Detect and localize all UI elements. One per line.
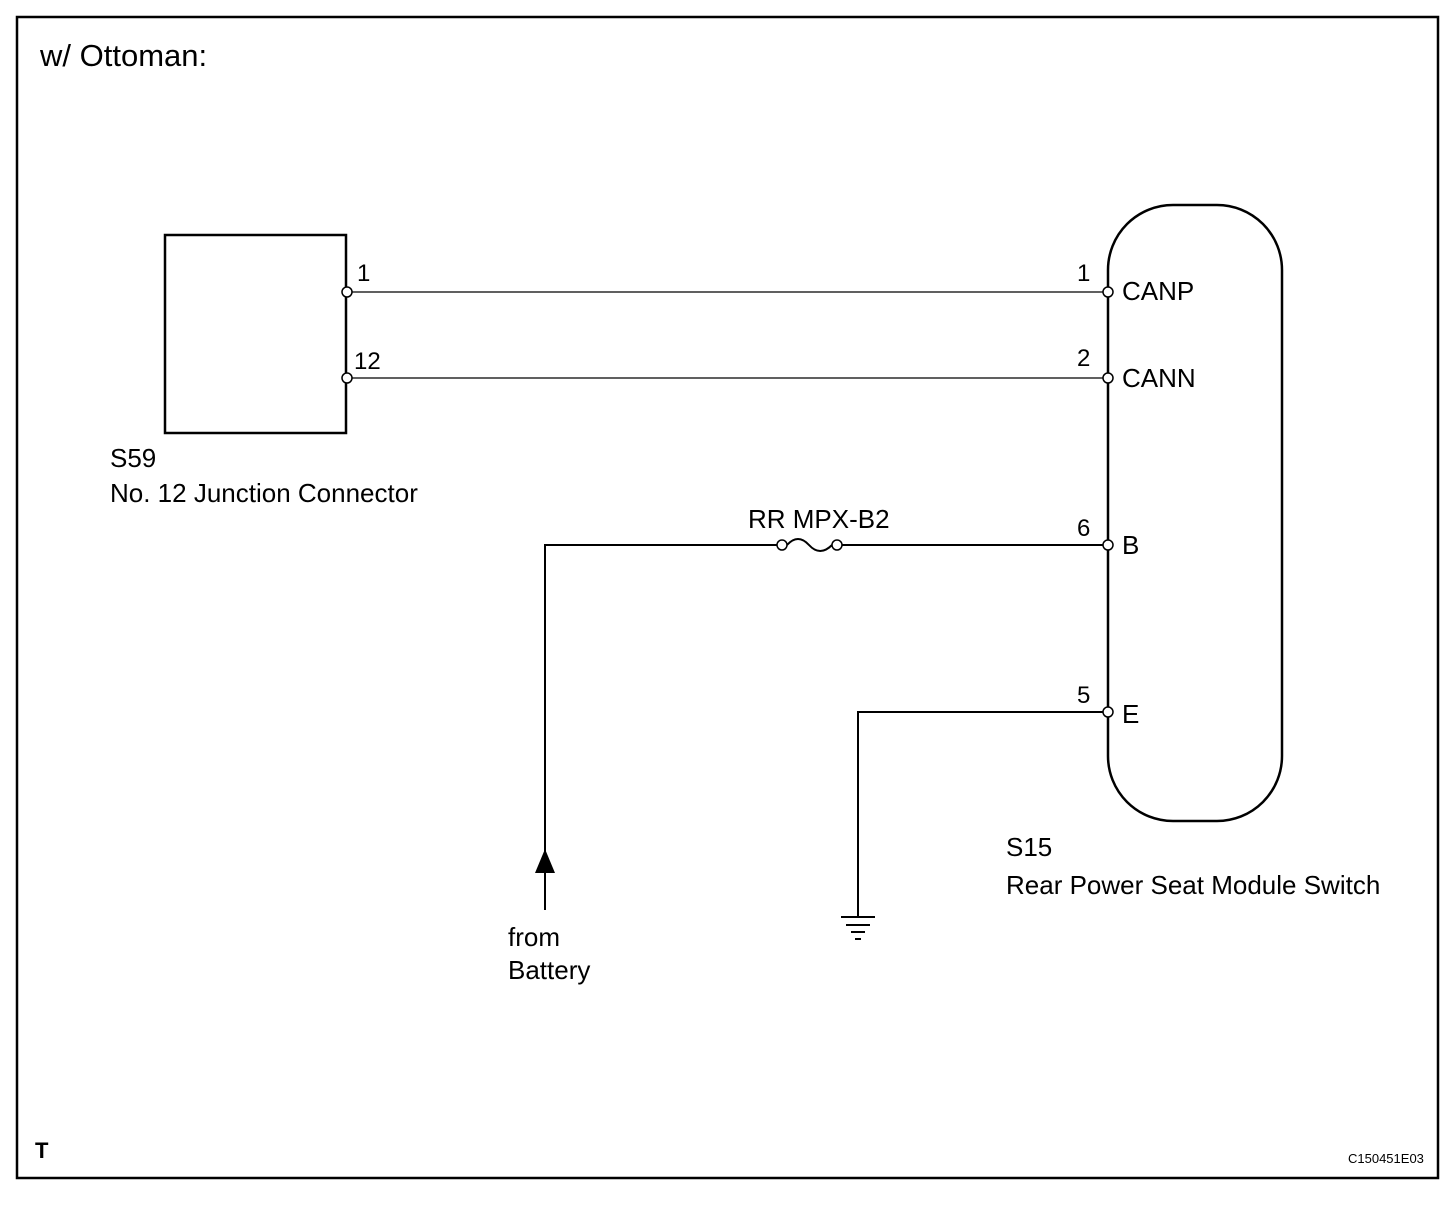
junction-connector-box — [163, 233, 348, 435]
s15-pin-e — [1102, 706, 1114, 718]
battery-label-line2: Battery — [508, 955, 590, 985]
battery-arrow-icon — [535, 849, 555, 873]
s15-pin-number: 1 — [1077, 260, 1090, 287]
s59-pin-number: 1 — [357, 260, 370, 287]
terminal-name: B — [1122, 530, 1139, 560]
battery-label-line1: from — [508, 922, 560, 952]
battery-wire — [544, 544, 782, 868]
seat-module-switch-body — [1106, 203, 1284, 823]
seat-module-switch-id: S15 — [1006, 832, 1052, 862]
terminal-name: CANP — [1122, 276, 1194, 306]
s15-pin-b — [1102, 539, 1114, 551]
s59-pin-number: 12 — [354, 348, 381, 375]
fuse-icon — [776, 538, 843, 552]
corner-mark: T — [35, 1138, 49, 1163]
seat-module-switch-name: Rear Power Seat Module Switch — [1006, 870, 1380, 900]
s15-pin-number: 6 — [1077, 515, 1090, 542]
s59-pin-12 — [341, 372, 353, 384]
junction-connector-name: No. 12 Junction Connector — [110, 478, 418, 508]
terminal-name: E — [1122, 699, 1139, 729]
figure-code: C150451E03 — [1348, 1151, 1424, 1166]
s15-pin-cann — [1102, 372, 1114, 384]
s59-pin-1 — [341, 286, 353, 298]
ground-icon — [841, 916, 875, 940]
fuse-label: RR MPX-B2 — [748, 504, 890, 534]
diagram-title: w/ Ottoman: — [39, 38, 207, 73]
s15-pin-number: 5 — [1077, 682, 1090, 709]
s15-pin-canp — [1102, 286, 1114, 298]
ground-wire — [857, 711, 1108, 916]
junction-connector-id: S59 — [110, 443, 156, 473]
s15-pin-number: 2 — [1077, 345, 1090, 372]
terminal-name: CANN — [1122, 363, 1196, 393]
diagram-frame — [15, 15, 1440, 1180]
